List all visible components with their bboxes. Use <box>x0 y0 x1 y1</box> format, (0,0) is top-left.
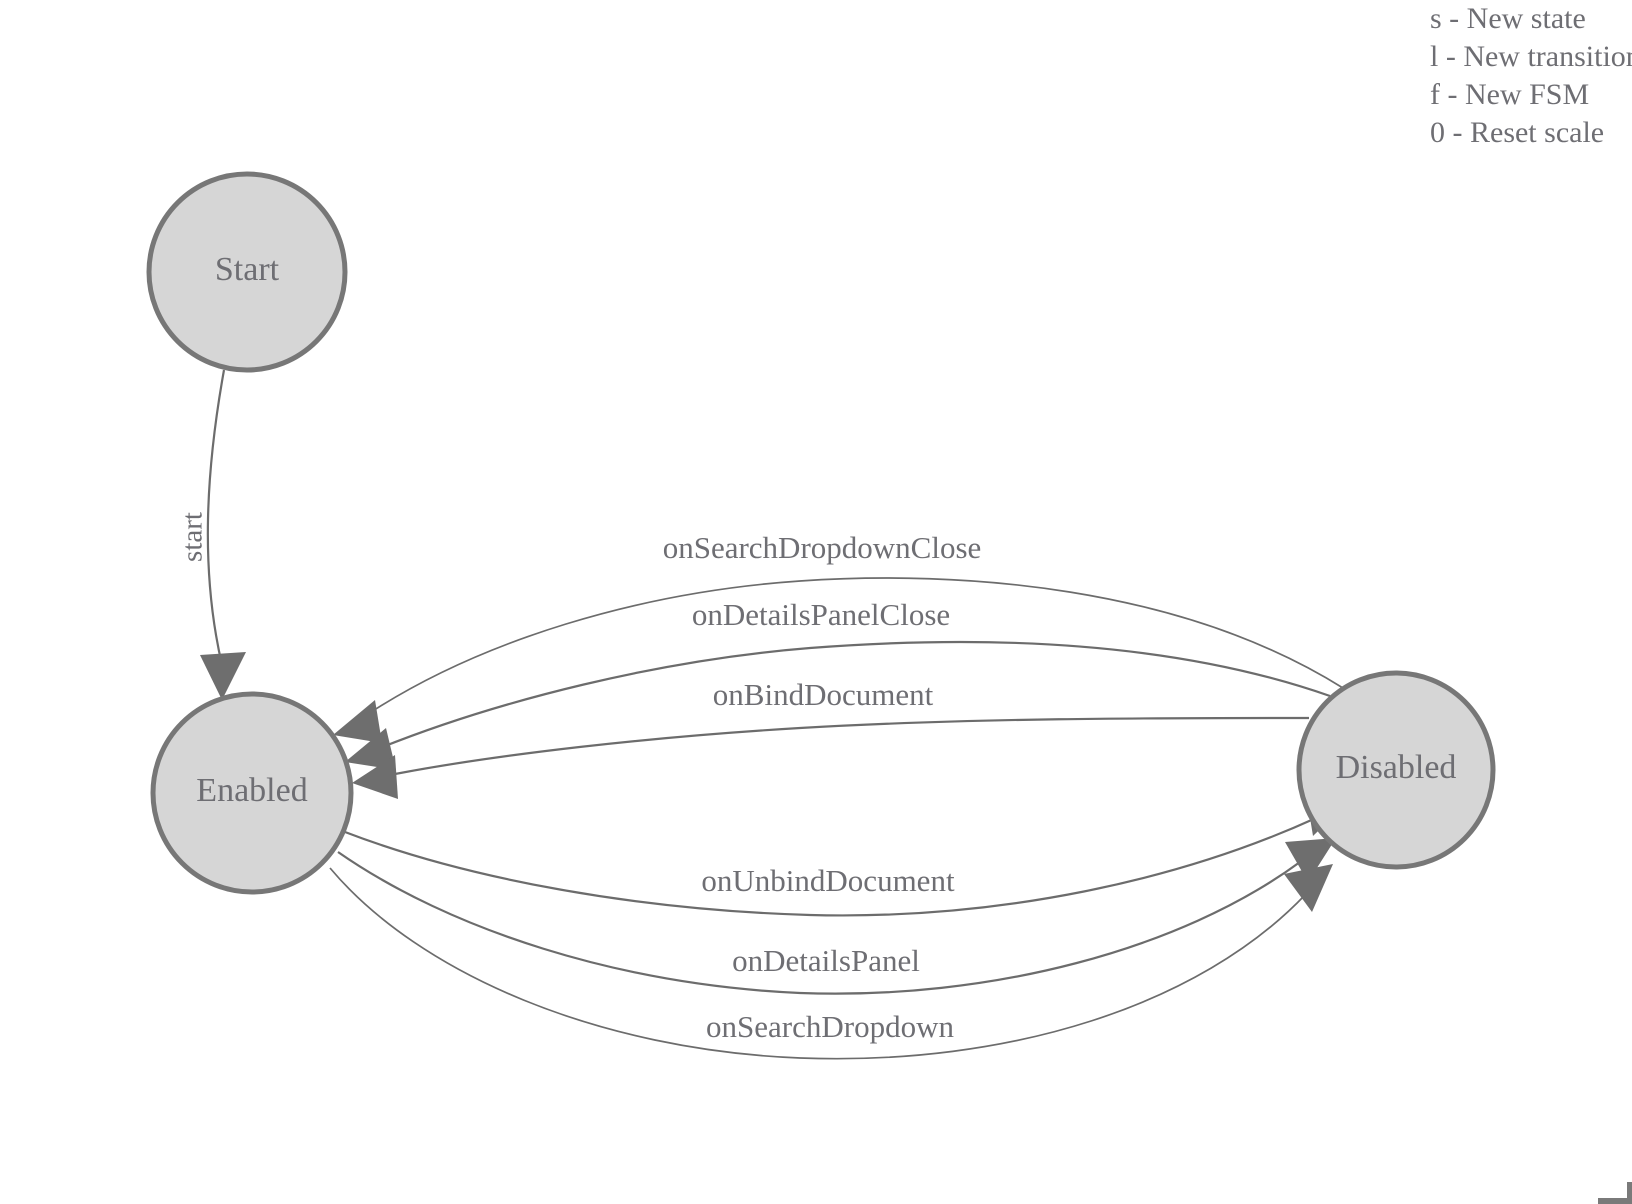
edge-enabled-to-disabled-detailspanel[interactable] <box>337 838 1336 995</box>
arrowhead-onBindDocument <box>352 755 398 799</box>
edge-path-onUnbindDocument <box>344 816 1317 917</box>
edge-disabled-to-enabled-detailspanelclose[interactable] <box>345 640 1331 770</box>
edge-disabled-to-enabled-searchdropdownclose[interactable] <box>333 577 1344 743</box>
edge-label-onDetailsPanel: onDetailsPanel <box>732 943 920 978</box>
edge-path-onSearchDropdown <box>329 867 1306 1060</box>
edge-label-onBindDocument: onBindDocument <box>713 677 934 712</box>
arrowhead-onSearchDropdownClose <box>333 700 382 743</box>
edge-label-onDetailsPanelClose: onDetailsPanelClose <box>692 597 950 632</box>
edge-path-onDetailsPanel <box>337 851 1301 995</box>
arrowhead-onSearchDropdown <box>1284 864 1333 912</box>
arrowhead-onDetailsPanel <box>1285 838 1336 882</box>
node-disabled[interactable]: Disabled <box>1296 670 1496 870</box>
node-start-label: Start <box>215 251 280 288</box>
node-start[interactable]: Start <box>146 171 348 373</box>
edge-enabled-to-disabled-searchdropdown[interactable] <box>329 864 1333 1060</box>
edge-label-start: start <box>177 512 209 562</box>
edge-path-start <box>206 369 226 666</box>
node-disabled-label: Disabled <box>1336 749 1457 786</box>
node-enabled-circle[interactable] <box>150 691 354 895</box>
edge-path-onSearchDropdownClose <box>364 577 1344 717</box>
edge-path-onDetailsPanelClose <box>379 640 1331 750</box>
edge-label-onSearchDropdownClose: onSearchDropdownClose <box>663 530 982 565</box>
arrowhead-onDetailsPanelClose <box>345 728 396 770</box>
node-enabled-label: Enabled <box>196 772 307 809</box>
edge-start-to-enabled[interactable] <box>200 369 246 700</box>
edge-disabled-to-enabled-binddocument[interactable] <box>352 716 1310 799</box>
edge-label-onUnbindDocument: onUnbindDocument <box>701 863 955 898</box>
edge-path-onBindDocument <box>394 716 1310 776</box>
node-disabled-circle[interactable] <box>1296 670 1496 870</box>
arrowhead-start-to-enabled <box>200 652 246 700</box>
node-start-circle[interactable] <box>146 171 348 373</box>
edge-label-onSearchDropdown: onSearchDropdown <box>706 1009 954 1044</box>
node-enabled[interactable]: Enabled <box>150 691 354 895</box>
